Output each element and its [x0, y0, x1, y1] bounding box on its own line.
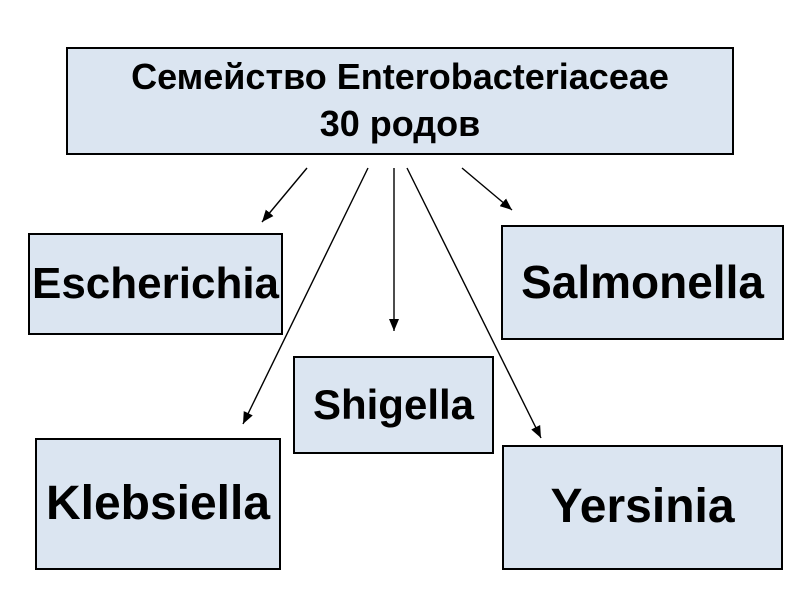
node-salmonella: Salmonella — [501, 225, 784, 340]
node-yersinia-label: Yersinia — [550, 480, 735, 534]
arrow-family-to-salmonella — [461, 167, 513, 211]
node-family: Семейство Enterobacteriaceae 30 родов — [66, 47, 734, 155]
node-escherichia: Escherichia — [28, 233, 283, 335]
node-family-title-line1: Семейство Enterobacteriaceae — [131, 56, 669, 98]
node-escherichia-label: Escherichia — [31, 259, 280, 309]
node-shigella-label: Shigella — [312, 380, 475, 428]
node-salmonella-label: Salmonella — [521, 255, 764, 308]
node-family-title-line2: 30 родов — [319, 103, 481, 144]
node-klebsiella: Klebsiella — [35, 438, 281, 570]
node-yersinia: Yersinia — [502, 445, 783, 570]
node-shigella: Shigella — [293, 356, 494, 454]
node-klebsiella-label: Klebsiella — [45, 476, 271, 530]
arrow-family-to-escherichia — [261, 167, 308, 223]
